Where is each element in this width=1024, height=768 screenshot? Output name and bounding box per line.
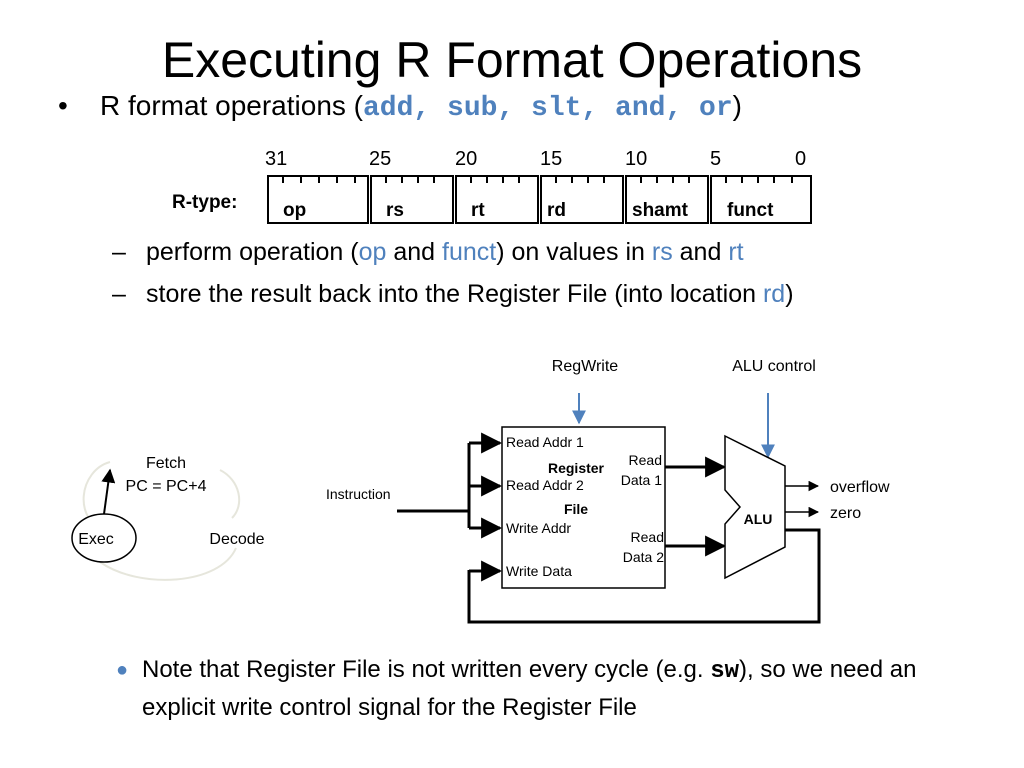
regwrite-label: RegWrite: [552, 358, 618, 375]
instruction-bus: [397, 443, 471, 528]
port-read-addr1: Read Addr 1: [506, 434, 584, 450]
sub2-rd: rd: [762, 280, 786, 308]
overflow-label: overflow: [830, 479, 890, 496]
exec-to-fetch-arrow: [101, 468, 116, 515]
alu-control-label: ALU control: [732, 358, 816, 375]
sub-bullet-store: –store the result back into the Register…: [112, 278, 794, 310]
rtype-label: R-type:: [172, 192, 237, 213]
bit-positions: 31 25 20 15 10 5 0: [265, 148, 806, 170]
bit-20: 20: [455, 148, 477, 170]
cycle-arc-right: [219, 469, 241, 519]
cycle-decode: Decode: [209, 531, 264, 548]
field-funct: funct: [727, 200, 774, 221]
field-shamt: shamt: [632, 200, 689, 221]
note-bullet-icon: ●: [116, 659, 129, 681]
field-rt: rt: [471, 200, 485, 221]
bullet-suffix: ): [732, 90, 742, 121]
sub1-text2: and: [386, 238, 443, 266]
read-data2-line2: Data 2: [623, 549, 664, 565]
field-rt-box: [455, 175, 539, 224]
sub1-funct: funct: [442, 238, 497, 266]
sub1-rs: rs: [651, 238, 673, 266]
field-rs: rs: [386, 200, 404, 221]
read-data2-line1: Read: [631, 529, 664, 545]
sub1-text3: ) on values in: [496, 238, 652, 266]
bullet-r-format: • R format operations (add, sub, slt, and…: [58, 88, 742, 127]
sub-bullet-perform: –perform operation (op and funct) on val…: [112, 236, 744, 268]
sub1-rt: rt: [728, 238, 744, 266]
alu-shape: [724, 434, 786, 580]
dash-icon: –: [112, 238, 126, 266]
bit-15: 15: [540, 148, 562, 170]
zero-label: zero: [830, 505, 861, 522]
field-shamt-box: [625, 175, 709, 224]
field-op: op: [283, 200, 306, 221]
field-labels: op rs rt rd shamt funct: [283, 200, 774, 221]
note-code: sw: [710, 658, 740, 685]
bullet-prefix: R format operations (: [100, 90, 363, 121]
instruction-label: Instruction: [326, 486, 391, 502]
register-label: Register: [548, 460, 605, 476]
rtype-fields: [267, 175, 812, 224]
slide-title: Executing R Format Operations: [161, 32, 863, 88]
note-text: Note that Register File is not written e…: [142, 652, 996, 726]
field-rd: rd: [547, 200, 566, 221]
alu-label: ALU: [744, 511, 773, 527]
ops-list: add, sub, slt, and, or: [363, 93, 733, 124]
read-data1-line1: Read: [629, 452, 662, 468]
sub1-text4: and: [672, 238, 729, 266]
read-data1-line2: Data 1: [621, 472, 662, 488]
port-write-addr: Write Addr: [506, 520, 571, 536]
port-write-data: Write Data: [506, 563, 572, 579]
field-funct-box: [710, 175, 812, 224]
bit-31: 31: [265, 148, 287, 170]
result-feedback-wire: [467, 528, 821, 624]
bit-ticks: [282, 176, 793, 183]
cycle-exec: Exec: [78, 531, 114, 548]
dash-icon: –: [112, 280, 126, 308]
register-file-box: [501, 426, 666, 589]
field-rs-box: [370, 175, 454, 224]
field-rd-box: [540, 175, 624, 224]
cycle-arc-bottom: [99, 547, 237, 581]
note-text1: Note that Register File is not written e…: [142, 656, 711, 683]
sub2-text2: ): [785, 280, 794, 308]
bit-10: 10: [625, 148, 647, 170]
bit-0: 0: [795, 148, 806, 170]
bit-5: 5: [710, 148, 721, 170]
note-text2: ), so we need an explicit write control …: [142, 656, 917, 721]
sub2-text1: store the result back into the Register …: [146, 280, 763, 308]
cycle-pc: PC = PC+4: [126, 478, 207, 495]
note-bullet: ● Note that Register File is not written…: [116, 652, 996, 726]
sub1-text1: perform operation (: [146, 238, 359, 266]
bullet-dot: •: [58, 90, 68, 121]
sub1-op: op: [358, 238, 387, 266]
cycle-fetch: Fetch: [146, 455, 186, 472]
port-read-addr2: Read Addr 2: [506, 477, 584, 493]
bit-25: 25: [369, 148, 391, 170]
file-label: File: [564, 501, 588, 517]
